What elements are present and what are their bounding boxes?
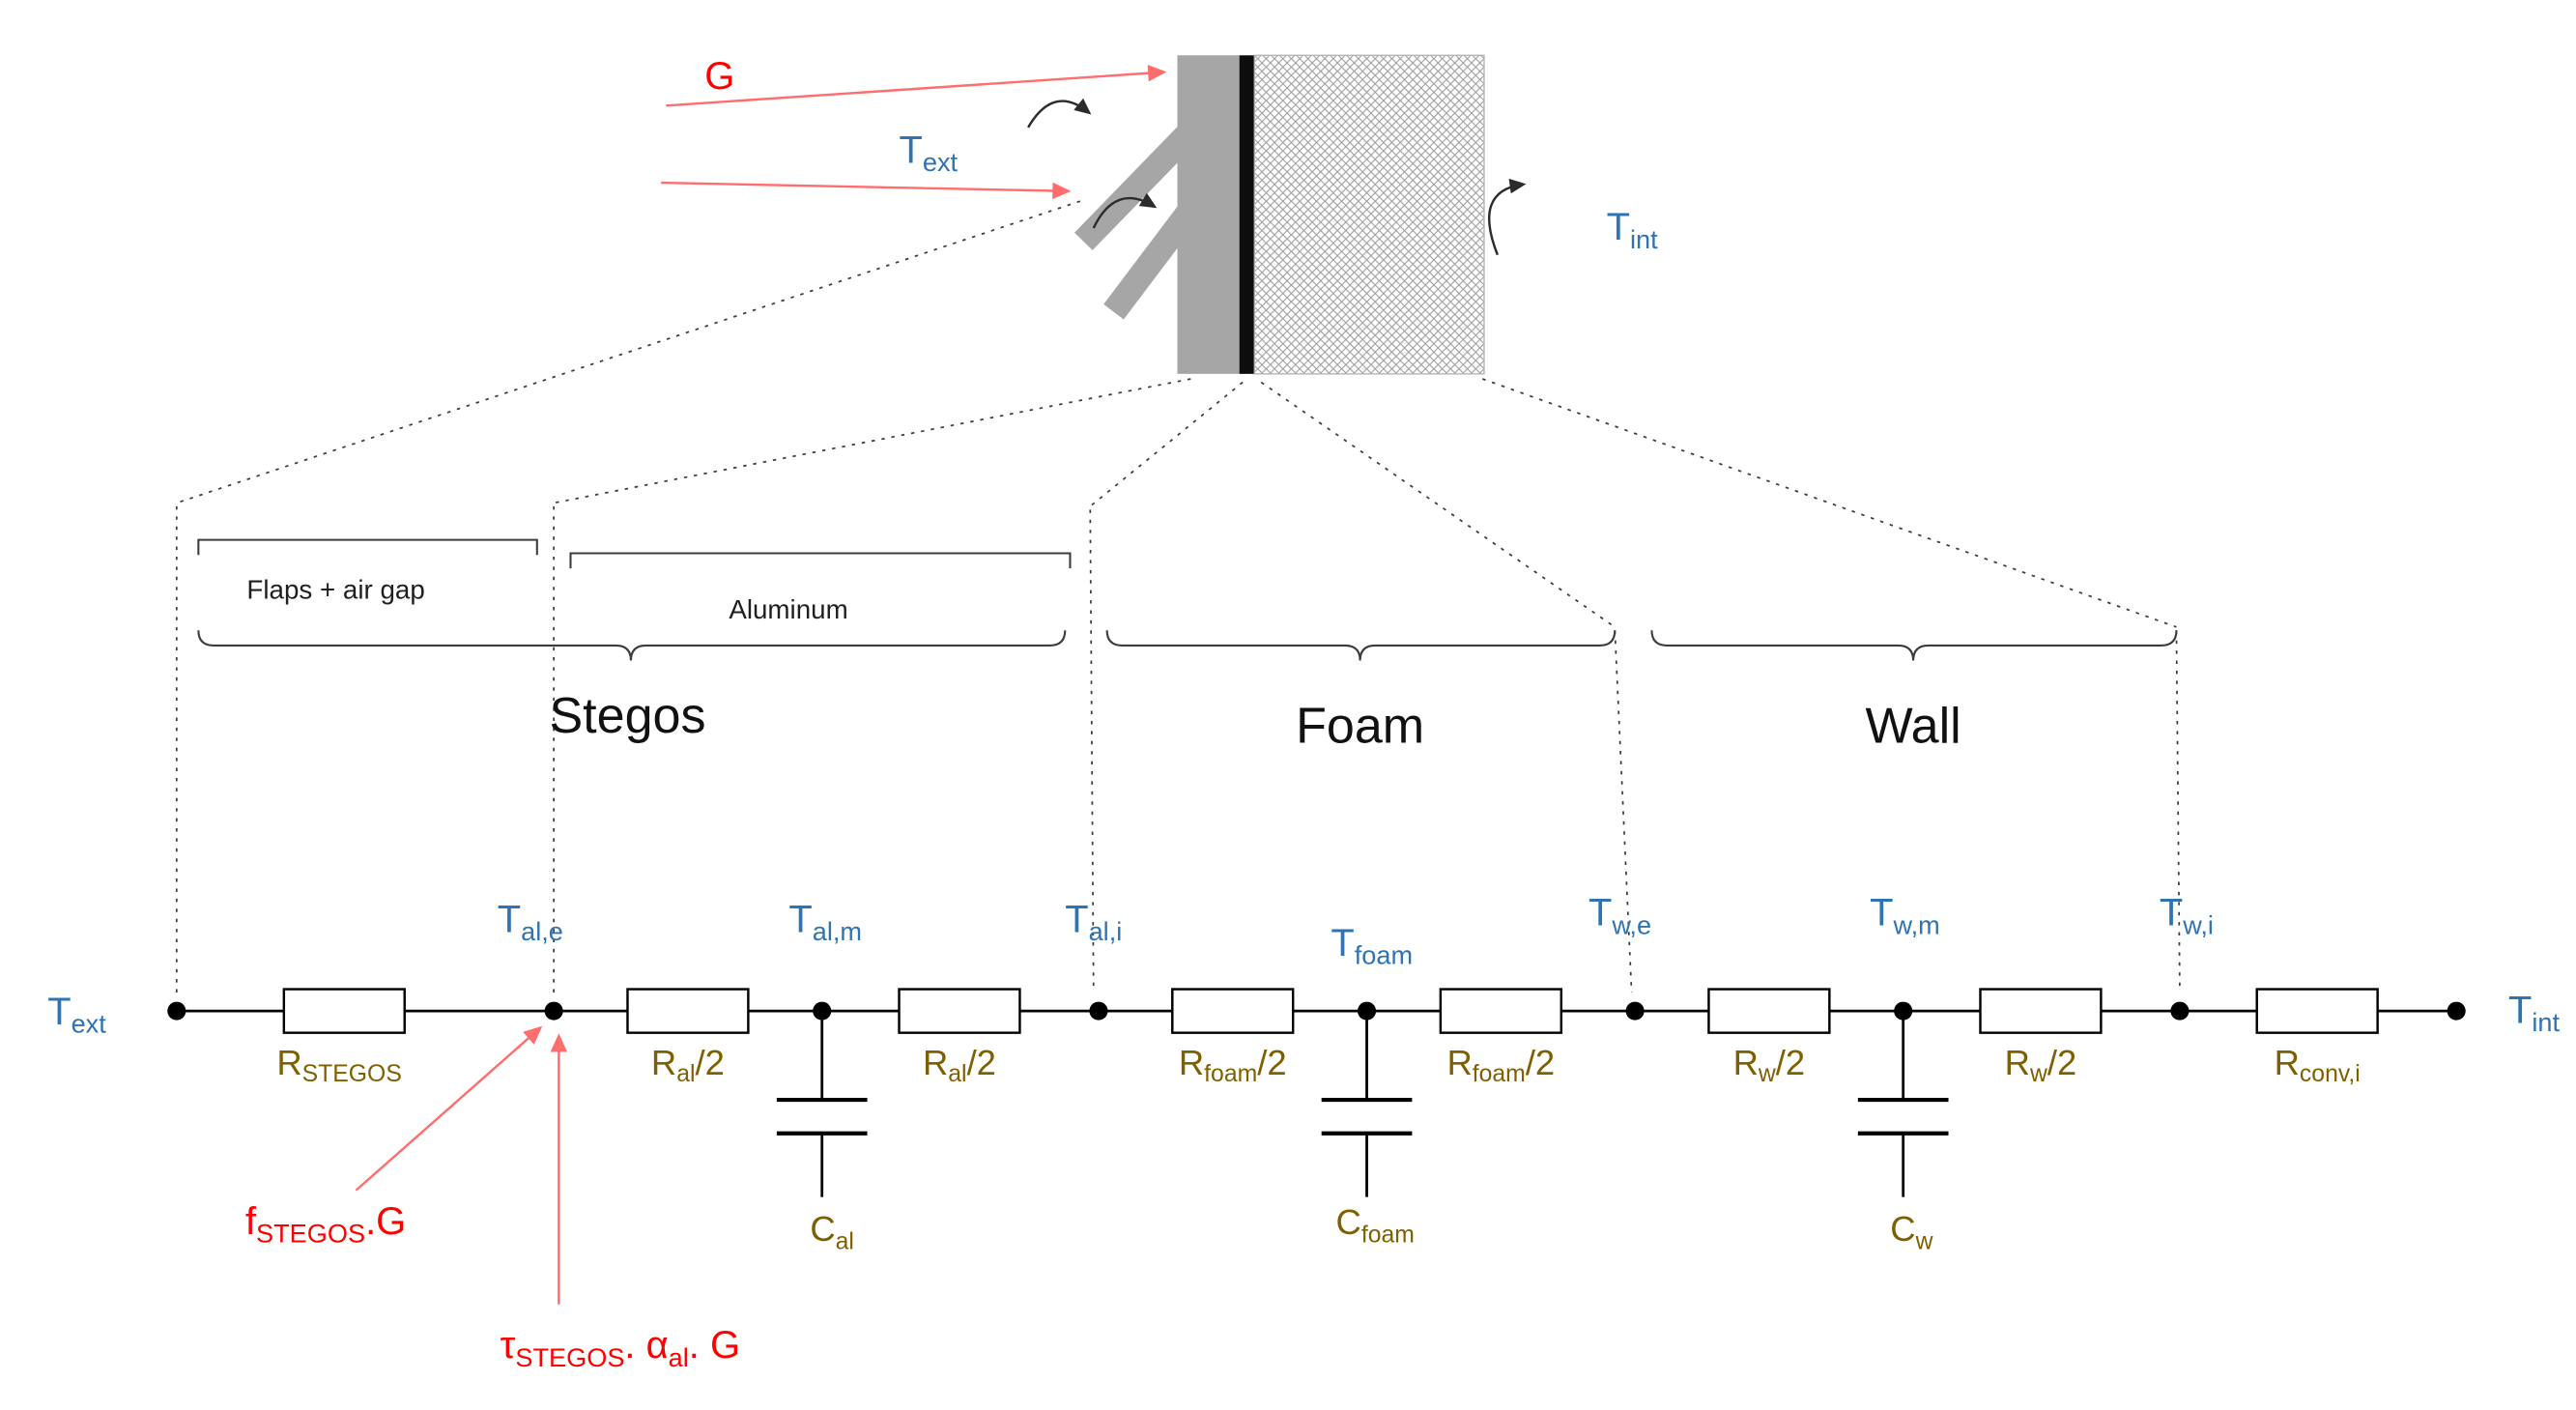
flaps-air-gap-bracket bbox=[197, 538, 538, 556]
leader-lines bbox=[175, 200, 2181, 996]
resistor-stegos bbox=[282, 988, 406, 1034]
node-t-al-e bbox=[544, 1001, 563, 1021]
resistor-al-half-2 bbox=[898, 988, 1021, 1034]
wall-brace bbox=[1650, 630, 2178, 661]
node-t-w-i bbox=[2170, 1001, 2190, 1021]
stegos-panel bbox=[1177, 55, 1240, 374]
exterior-temperature-label: Text bbox=[900, 129, 959, 177]
resistor-foam-half-2 bbox=[1439, 988, 1562, 1034]
resistor-conv-i bbox=[2255, 988, 2379, 1034]
node-t-w-e bbox=[1625, 1001, 1645, 1021]
resistor-foam-half-1 bbox=[1171, 988, 1295, 1034]
irradiance-label: G bbox=[704, 55, 734, 98]
node-label-t-w-e: Tw,e bbox=[1589, 892, 1651, 940]
resistor-wall-half-2 bbox=[1979, 988, 2103, 1034]
node-label-t-foam: Tfoam bbox=[1331, 922, 1413, 970]
wall-label: Wall bbox=[1865, 699, 1961, 755]
node-t-int bbox=[2447, 1001, 2466, 1021]
thermal-circuit: RSTEGOS Ral/2 Ral/2 Rfoam/2 Rfoam/2 Rw/2… bbox=[47, 892, 2560, 1255]
leader-line bbox=[553, 378, 1191, 504]
flaps-air-gap-label: Flaps + air gap bbox=[246, 574, 424, 604]
air-gap-convection-arrow bbox=[1092, 192, 1158, 229]
resistor-al-half-1 bbox=[626, 988, 750, 1034]
capacitor-label-al: Cal bbox=[810, 1209, 854, 1255]
resistor-label-conv-i: Rconv,i bbox=[2275, 1043, 2361, 1087]
node-t-w-m bbox=[1894, 1001, 1913, 1021]
node-label-t-int: Tint bbox=[2508, 989, 2560, 1037]
exterior-convection-arrow bbox=[1027, 98, 1092, 129]
capacitor-label-wall: Cw bbox=[1890, 1209, 1932, 1255]
resistor-label-stegos: RSTEGOS bbox=[276, 1043, 402, 1087]
node-t-al-i bbox=[1089, 1001, 1108, 1021]
foam-brace bbox=[1105, 630, 1617, 661]
capacitor-al bbox=[776, 1011, 868, 1197]
node-t-ext bbox=[167, 1001, 186, 1021]
interior-convection-arrow bbox=[1488, 178, 1527, 256]
resistor-label-al-half-1: Ral/2 bbox=[651, 1043, 725, 1087]
aluminum-layer bbox=[1239, 55, 1255, 374]
node-label-t-al-i: Tal,i bbox=[1065, 899, 1122, 947]
layer-group-labels: Flaps + air gap Aluminum Stegos Foam Wal… bbox=[197, 538, 2178, 755]
leader-line bbox=[1089, 381, 1244, 507]
leader-line bbox=[1614, 630, 1633, 993]
resistor-wall-half-1 bbox=[1707, 988, 1831, 1034]
aluminum-label: Aluminum bbox=[729, 594, 847, 624]
wall-section bbox=[1253, 54, 1485, 375]
absorbed-flux-label: fSTEGOS.G bbox=[245, 1200, 406, 1249]
capacitor-wall bbox=[1857, 1011, 1949, 1197]
interior-temperature-label: Tint bbox=[1607, 206, 1658, 254]
physical-schematic: G Text Tint bbox=[661, 54, 1658, 375]
irradiance-arrow-lower bbox=[661, 181, 1072, 200]
transmitted-flux-label: τSTEGOS. αal. G bbox=[501, 1324, 740, 1372]
resistor-label-wall-half-2: Rw/2 bbox=[2005, 1043, 2077, 1087]
flux-annotations: fSTEGOS.G τSTEGOS. αal. G bbox=[245, 1025, 740, 1372]
leader-line bbox=[176, 200, 1081, 504]
capacitor-foam bbox=[1321, 1011, 1413, 1197]
irradiance-arrow-upper bbox=[666, 64, 1167, 107]
node-label-t-al-m: Tal,m bbox=[788, 899, 862, 947]
leader-line bbox=[1089, 509, 1095, 993]
node-label-t-al-e: Tal,e bbox=[498, 899, 563, 947]
stegos-brace bbox=[197, 630, 1067, 661]
node-label-t-w-i: Tw,i bbox=[2160, 892, 2214, 940]
resistor-label-foam-half-1: Rfoam/2 bbox=[1179, 1043, 1287, 1087]
foam-label: Foam bbox=[1296, 699, 1424, 755]
node-t-foam bbox=[1357, 1001, 1377, 1021]
absorbed-flux-arrow bbox=[355, 1025, 543, 1192]
node-t-al-m bbox=[813, 1001, 832, 1021]
stegos-label: Stegos bbox=[549, 688, 705, 744]
leader-line bbox=[2175, 630, 2181, 993]
resistor-label-wall-half-1: Rw/2 bbox=[1733, 1043, 1806, 1087]
leader-line bbox=[1260, 381, 1616, 628]
node-label-t-w-m: Tw,m bbox=[1870, 892, 1940, 940]
node-label-t-ext: Text bbox=[47, 991, 106, 1039]
capacitor-label-foam: Cfoam bbox=[1336, 1202, 1415, 1249]
aluminum-bracket bbox=[569, 552, 1072, 569]
leader-line bbox=[1481, 378, 2177, 628]
resistor-label-foam-half-2: Rfoam/2 bbox=[1446, 1043, 1555, 1087]
resistor-label-al-half-2: Ral/2 bbox=[923, 1043, 996, 1087]
